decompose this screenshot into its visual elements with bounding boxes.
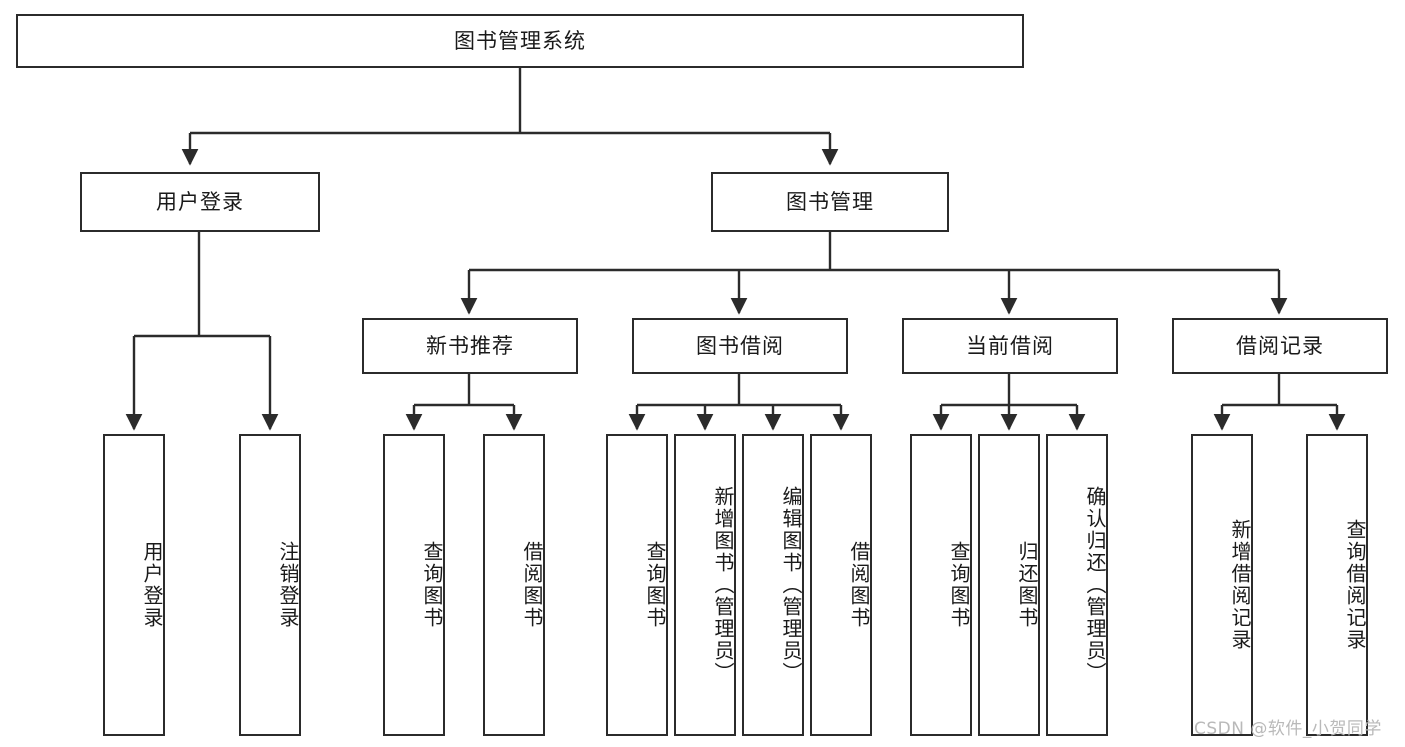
node-leaf-record-add-label: 新增借阅记录 bbox=[1228, 519, 1252, 651]
node-leaf-current-query-book-label: 查询图书 bbox=[947, 541, 971, 629]
node-root-system[interactable]: 图书管理系统 bbox=[16, 14, 1024, 68]
csdn-watermark: CSDN @软件_小贺同学 bbox=[1194, 719, 1382, 739]
node-leaf-logout[interactable]: 注销登录 bbox=[239, 434, 301, 736]
node-leaf-borrow-edit-book[interactable]: 编辑图书（管理员） bbox=[742, 434, 804, 736]
node-root-label: 图书管理系统 bbox=[454, 28, 586, 53]
node-leaf-borrow-query-book[interactable]: 查询图书 bbox=[606, 434, 668, 736]
node-leaf-record-query-label: 查询借阅记录 bbox=[1343, 519, 1367, 651]
node-leaf-current-return-book[interactable]: 归还图书 bbox=[978, 434, 1040, 736]
node-book-borrow-label: 图书借阅 bbox=[696, 333, 784, 358]
node-new-book-recommend-label: 新书推荐 bbox=[426, 333, 514, 358]
node-leaf-recommend-query-book[interactable]: 查询图书 bbox=[383, 434, 445, 736]
node-leaf-record-add[interactable]: 新增借阅记录 bbox=[1191, 434, 1253, 736]
node-leaf-current-confirm-return-label: 确认归还（管理员） bbox=[1083, 486, 1107, 684]
node-borrow-record-label: 借阅记录 bbox=[1236, 333, 1324, 358]
node-leaf-current-return-book-label: 归还图书 bbox=[1015, 541, 1039, 629]
node-leaf-borrow-add-book-label: 新增图书（管理员） bbox=[711, 486, 735, 684]
node-current-borrow[interactable]: 当前借阅 bbox=[902, 318, 1118, 374]
node-leaf-current-confirm-return[interactable]: 确认归还（管理员） bbox=[1046, 434, 1108, 736]
node-leaf-logout-label: 注销登录 bbox=[276, 541, 300, 629]
node-book-manage-label: 图书管理 bbox=[786, 189, 874, 214]
node-book-borrow[interactable]: 图书借阅 bbox=[632, 318, 848, 374]
node-borrow-record[interactable]: 借阅记录 bbox=[1172, 318, 1388, 374]
node-user-login-label: 用户登录 bbox=[156, 189, 244, 214]
node-leaf-user-login-label: 用户登录 bbox=[140, 541, 164, 629]
node-leaf-record-query[interactable]: 查询借阅记录 bbox=[1306, 434, 1368, 736]
node-user-login[interactable]: 用户登录 bbox=[80, 172, 320, 232]
node-leaf-borrow-add-book[interactable]: 新增图书（管理员） bbox=[674, 434, 736, 736]
node-leaf-borrow-edit-book-label: 编辑图书（管理员） bbox=[779, 486, 803, 684]
node-leaf-recommend-borrow-book-label: 借阅图书 bbox=[520, 541, 544, 629]
node-leaf-recommend-borrow-book[interactable]: 借阅图书 bbox=[483, 434, 545, 736]
node-leaf-borrow-borrow-book-label: 借阅图书 bbox=[847, 541, 871, 629]
node-leaf-user-login[interactable]: 用户登录 bbox=[103, 434, 165, 736]
node-leaf-borrow-query-book-label: 查询图书 bbox=[643, 541, 667, 629]
node-new-book-recommend[interactable]: 新书推荐 bbox=[362, 318, 578, 374]
node-current-borrow-label: 当前借阅 bbox=[966, 333, 1054, 358]
node-leaf-recommend-query-book-label: 查询图书 bbox=[420, 541, 444, 629]
node-book-manage[interactable]: 图书管理 bbox=[711, 172, 949, 232]
node-leaf-current-query-book[interactable]: 查询图书 bbox=[910, 434, 972, 736]
node-leaf-borrow-borrow-book[interactable]: 借阅图书 bbox=[810, 434, 872, 736]
